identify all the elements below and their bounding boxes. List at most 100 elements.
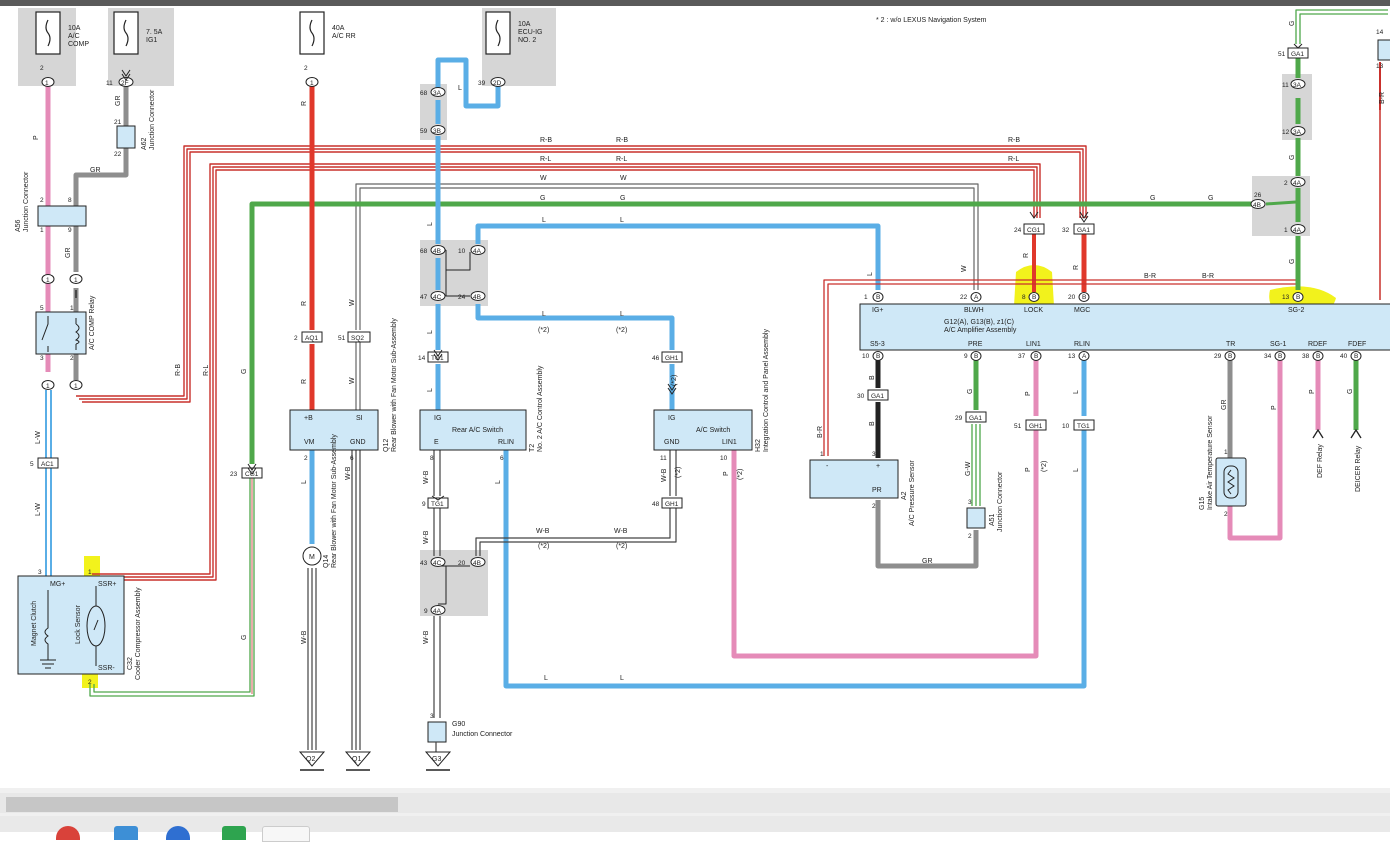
svg-text:2: 2 bbox=[304, 455, 308, 462]
svg-text:32: 32 bbox=[1062, 227, 1070, 234]
svg-text:5: 5 bbox=[30, 461, 34, 468]
svg-text:1: 1 bbox=[820, 451, 824, 458]
svg-text:G: G bbox=[1150, 195, 1155, 202]
right-edge-connector bbox=[1377, 39, 1390, 61]
svg-text:W: W bbox=[349, 299, 356, 306]
svg-text:34: 34 bbox=[1264, 353, 1272, 360]
svg-text:W: W bbox=[620, 175, 627, 182]
svg-text:2: 2 bbox=[40, 197, 44, 204]
svg-text:2: 2 bbox=[1224, 511, 1228, 518]
fuse4-line3: NO. 2 bbox=[518, 37, 536, 44]
amplifier-bottom-pins: S5-3 10 B PRE 9 B LIN1 37 B RLIN 13 A TR… bbox=[862, 341, 1366, 360]
svg-text:1: 1 bbox=[1224, 449, 1228, 456]
svg-text:B: B bbox=[1034, 353, 1038, 360]
svg-text:(*2): (*2) bbox=[538, 327, 549, 334]
svg-text:(*2): (*2) bbox=[616, 543, 627, 550]
svg-text:P: P bbox=[723, 471, 730, 476]
junction-connector-a62: A62 Junction Connector bbox=[116, 89, 156, 150]
svg-text:W-B: W-B bbox=[536, 528, 550, 535]
svg-text:R-B: R-B bbox=[540, 137, 552, 144]
svg-text:R-L: R-L bbox=[203, 365, 210, 376]
taskbar-active-app[interactable] bbox=[262, 826, 310, 842]
svg-text:L: L bbox=[1073, 390, 1080, 394]
svg-text:9: 9 bbox=[422, 501, 426, 508]
svg-text:SG-2: SG-2 bbox=[1288, 307, 1304, 314]
rear-ac-switch: IG Rear A/C Switch E RLIN 8 6 T2 No. 2 A… bbox=[419, 365, 544, 462]
svg-text:10: 10 bbox=[458, 248, 466, 255]
wires bbox=[45, 9, 1388, 750]
svg-text:L: L bbox=[458, 85, 462, 92]
junction-connector-a56: A56 Junction Connector bbox=[15, 171, 87, 232]
svg-text:47: 47 bbox=[420, 294, 428, 301]
svg-text:GH1: GH1 bbox=[665, 501, 679, 508]
fuse1-line2: A/C bbox=[68, 33, 80, 40]
svg-text:R-B: R-B bbox=[616, 137, 628, 144]
taskbar-app-icon[interactable] bbox=[222, 826, 246, 840]
svg-text:9: 9 bbox=[424, 608, 428, 615]
svg-text:SQ2: SQ2 bbox=[351, 335, 364, 342]
svg-text:G: G bbox=[1347, 389, 1354, 394]
svg-text:68: 68 bbox=[420, 90, 428, 97]
svg-text:9: 9 bbox=[68, 227, 72, 234]
svg-text:5: 5 bbox=[40, 305, 44, 312]
svg-text:4B: 4B bbox=[473, 294, 481, 301]
svg-text:B-R: B-R bbox=[1379, 92, 1386, 104]
svg-text:1: 1 bbox=[46, 277, 50, 284]
svg-text:SSR-: SSR- bbox=[98, 665, 115, 672]
svg-text:G: G bbox=[241, 635, 248, 640]
fuse-labels: 10A A/C COMP 7. 5A IG1 40A A/C RR 10A EC… bbox=[68, 21, 543, 48]
svg-text:TR: TR bbox=[1226, 341, 1235, 348]
ac-pressure-sensor: - + PR 1 3 2 A2 A/C Pressure Sensor bbox=[809, 451, 916, 526]
fuse1-line1: 10A bbox=[68, 25, 81, 32]
svg-text:(*2): (*2) bbox=[671, 375, 678, 386]
svg-text:L: L bbox=[427, 388, 434, 392]
svg-text:Junction Connector: Junction Connector bbox=[149, 89, 156, 150]
svg-text:VM: VM bbox=[304, 439, 315, 446]
svg-text:GR: GR bbox=[65, 248, 72, 259]
svg-text:S5-3: S5-3 bbox=[870, 341, 885, 348]
svg-text:+B: +B bbox=[304, 415, 313, 422]
svg-text:B: B bbox=[1278, 353, 1282, 360]
svg-text:CG1: CG1 bbox=[1027, 227, 1041, 234]
svg-text:G: G bbox=[1208, 195, 1213, 202]
svg-text:Lock Sensor: Lock Sensor bbox=[75, 604, 82, 644]
svg-text:51: 51 bbox=[338, 335, 346, 342]
svg-text:3A: 3A bbox=[1293, 82, 1302, 89]
svg-text:Q1: Q1 bbox=[352, 756, 361, 763]
svg-text:8: 8 bbox=[1022, 294, 1026, 301]
svg-text:2: 2 bbox=[1284, 180, 1288, 187]
svg-text:13: 13 bbox=[1282, 294, 1290, 301]
svg-text:IG: IG bbox=[434, 415, 441, 422]
svg-text:23: 23 bbox=[230, 471, 238, 478]
svg-text:MG+: MG+ bbox=[50, 581, 65, 588]
svg-text:L: L bbox=[620, 675, 624, 682]
svg-text:3: 3 bbox=[38, 569, 42, 576]
svg-text:GH1: GH1 bbox=[665, 355, 679, 362]
svg-text:L: L bbox=[495, 480, 502, 484]
svg-text:FDEF: FDEF bbox=[1348, 341, 1366, 348]
svg-text:No. 2 A/C Control Assembly: No. 2 A/C Control Assembly bbox=[537, 365, 544, 452]
svg-text:TG1: TG1 bbox=[1077, 423, 1090, 430]
svg-text:L: L bbox=[620, 311, 624, 318]
svg-text:8: 8 bbox=[430, 455, 434, 462]
relay-arrow-markers bbox=[75, 290, 1362, 439]
taskbar-app-icon[interactable] bbox=[114, 826, 138, 840]
svg-text:IG: IG bbox=[668, 415, 675, 422]
svg-text:B: B bbox=[876, 353, 880, 360]
svg-text:2: 2 bbox=[872, 503, 876, 510]
svg-text:L: L bbox=[1073, 468, 1080, 472]
svg-text:(*2): (*2) bbox=[737, 469, 744, 480]
svg-text:W-B: W-B bbox=[614, 528, 628, 535]
horizontal-scrollbar-thumb[interactable] bbox=[6, 797, 398, 812]
svg-text:B-R: B-R bbox=[1144, 273, 1156, 280]
svg-text:B-R: B-R bbox=[817, 426, 824, 438]
svg-text:LIN1: LIN1 bbox=[1026, 341, 1041, 348]
svg-text:PRE: PRE bbox=[968, 341, 983, 348]
svg-text:B: B bbox=[869, 375, 876, 380]
svg-text:Q12: Q12 bbox=[383, 439, 390, 452]
fuse4-line1: 10A bbox=[518, 21, 531, 28]
svg-text:L: L bbox=[427, 330, 434, 334]
svg-text:(*2): (*2) bbox=[616, 327, 627, 334]
svg-text:3: 3 bbox=[968, 499, 972, 506]
svg-text:13: 13 bbox=[1376, 63, 1384, 70]
